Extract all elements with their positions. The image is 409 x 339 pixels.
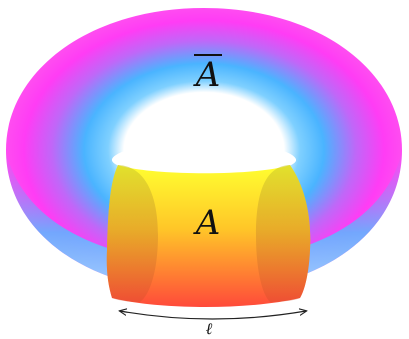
complement-label: A bbox=[193, 54, 222, 95]
region-a-right-rim bbox=[256, 165, 311, 302]
complement-region-label: A bbox=[193, 55, 221, 95]
region-a bbox=[106, 165, 311, 307]
torus-hole bbox=[112, 140, 296, 175]
length-arrow bbox=[120, 311, 306, 320]
region-label: A bbox=[193, 203, 221, 243]
region-a-left-rim bbox=[106, 165, 158, 302]
length-label: ℓ bbox=[206, 319, 213, 338]
